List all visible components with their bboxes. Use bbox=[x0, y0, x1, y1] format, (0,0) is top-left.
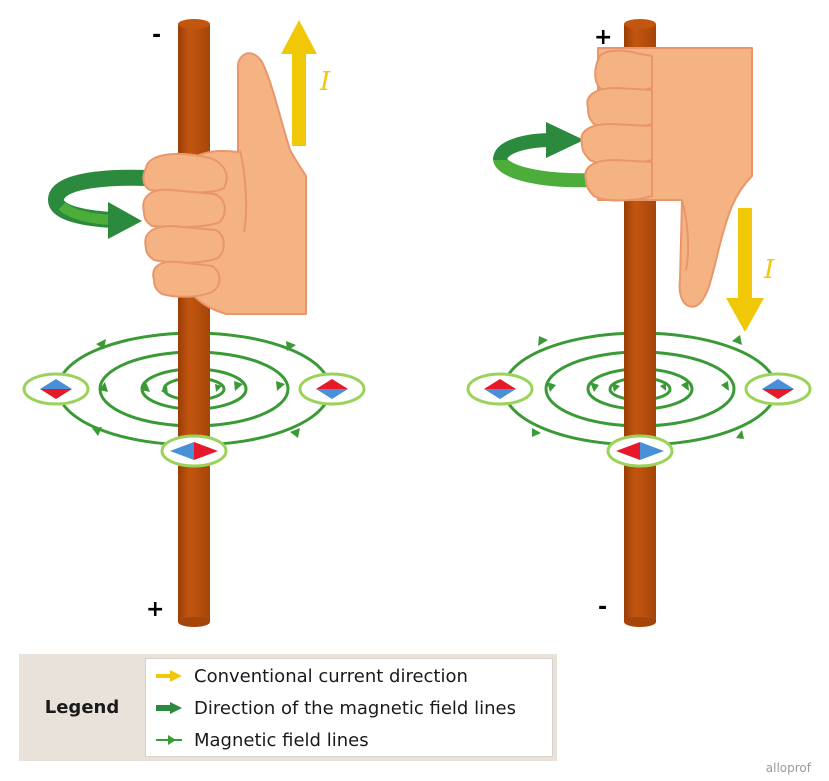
legend-item-field-direction: Direction of the magnetic field lines bbox=[156, 694, 516, 722]
field-arrowhead bbox=[96, 339, 106, 349]
needle-blue bbox=[484, 389, 516, 399]
needle-blue bbox=[40, 379, 72, 389]
field-arrowhead bbox=[141, 382, 150, 392]
legend: Legend Conventional current direction Di… bbox=[19, 654, 557, 761]
needle-red bbox=[40, 389, 72, 399]
field-arrowhead bbox=[286, 341, 296, 351]
finger-third bbox=[580, 123, 653, 166]
field-arrowhead bbox=[276, 381, 285, 391]
right-scene: I + - bbox=[466, 19, 812, 627]
field-arrowhead bbox=[538, 336, 548, 346]
needle-blue bbox=[170, 442, 194, 460]
legend-item-label: Magnetic field lines bbox=[194, 729, 369, 751]
left-current-label: I bbox=[319, 67, 331, 97]
legend-item-current: Conventional current direction bbox=[156, 662, 468, 690]
right-compass-east bbox=[744, 372, 812, 406]
finger-second bbox=[586, 87, 653, 130]
field-arrowhead bbox=[234, 381, 243, 391]
right-compass-west bbox=[466, 372, 534, 406]
field-arrowhead bbox=[547, 382, 556, 392]
thumbs-down-hand-icon bbox=[580, 47, 753, 308]
legend-item-field-lines: Magnetic field lines bbox=[156, 726, 369, 754]
field-arrowhead bbox=[612, 383, 620, 392]
finger-fourth bbox=[152, 260, 221, 298]
right-current-arrow bbox=[726, 208, 764, 332]
right-wire-top-cap bbox=[624, 19, 656, 29]
left-bottom-sign: + bbox=[146, 597, 164, 622]
left-wire-top-cap bbox=[178, 19, 210, 29]
current-arrow-icon bbox=[156, 670, 182, 682]
left-current-arrow-shaft bbox=[292, 50, 306, 146]
right-wire-bottom-cap bbox=[624, 617, 656, 627]
needle-red bbox=[762, 389, 794, 399]
thumb-crease bbox=[681, 199, 690, 271]
right-current-label: I bbox=[763, 255, 775, 285]
field-arrowhead bbox=[161, 386, 168, 395]
left-current-arrow bbox=[281, 20, 317, 146]
needle-blue bbox=[316, 389, 348, 399]
legend-items: Conventional current direction Direction… bbox=[145, 658, 553, 757]
right-top-sign: + bbox=[594, 25, 612, 50]
left-arrow-front-band bbox=[58, 202, 113, 225]
left-wire-body bbox=[178, 24, 210, 622]
needle-blue bbox=[640, 442, 664, 460]
field-line-icon bbox=[156, 735, 182, 745]
field-arrowhead bbox=[736, 430, 744, 439]
brand-logo: alloprof bbox=[765, 761, 811, 775]
field-arrowhead bbox=[532, 428, 541, 437]
field-arrowhead bbox=[92, 427, 102, 436]
right-current-arrow-shaft bbox=[738, 208, 752, 302]
needle-red bbox=[484, 379, 516, 389]
field-arrowhead bbox=[590, 382, 599, 392]
needle-red bbox=[616, 442, 640, 460]
finger-fourth bbox=[584, 159, 653, 202]
needle-red bbox=[316, 379, 348, 389]
left-wire-bottom-cap bbox=[178, 617, 210, 627]
needle-red bbox=[194, 442, 218, 460]
finger-top bbox=[142, 152, 228, 194]
right-compass-front bbox=[606, 434, 674, 468]
right-bottom-sign: - bbox=[598, 595, 607, 620]
field-arrowhead bbox=[290, 428, 300, 438]
thumbs-up-hand-icon bbox=[142, 52, 307, 315]
right-current-arrowhead bbox=[726, 298, 764, 332]
legend-title: Legend bbox=[44, 697, 120, 718]
left-compass-west bbox=[22, 372, 90, 406]
left-wire bbox=[178, 19, 210, 627]
thumb-crease bbox=[239, 149, 248, 233]
right-arrow-back-band bbox=[493, 133, 553, 162]
right-field-direction-arrow bbox=[493, 122, 597, 188]
left-top-sign: - bbox=[152, 23, 161, 48]
field-arrowhead bbox=[732, 335, 742, 345]
field-direction-arrow-icon bbox=[156, 702, 182, 714]
left-field-direction-arrow bbox=[47, 169, 151, 239]
right-field-arrowheads bbox=[532, 335, 744, 439]
left-scene: I - + bbox=[22, 19, 366, 627]
left-current-arrowhead bbox=[281, 20, 317, 54]
left-arrowhead bbox=[108, 202, 142, 239]
finger-second bbox=[142, 188, 226, 229]
needle-blue bbox=[762, 379, 794, 389]
field-arrowhead bbox=[99, 382, 108, 392]
field-arrowhead bbox=[660, 383, 666, 391]
field-arrowhead bbox=[721, 381, 729, 391]
legend-item-label: Direction of the magnetic field lines bbox=[194, 697, 516, 719]
finger-third bbox=[144, 225, 225, 264]
left-compass-east bbox=[298, 372, 366, 406]
left-field-arrowheads bbox=[92, 339, 300, 438]
field-arrowhead bbox=[681, 381, 689, 391]
left-compass-front bbox=[160, 434, 228, 468]
finger-top bbox=[594, 49, 653, 93]
legend-item-label: Conventional current direction bbox=[194, 665, 468, 687]
right-arrowhead bbox=[546, 122, 584, 158]
right-arrow-front-band bbox=[493, 156, 597, 188]
field-arrowhead bbox=[215, 384, 222, 392]
